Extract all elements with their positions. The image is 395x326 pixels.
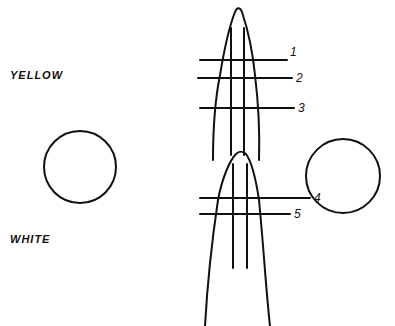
callout-number: 1 <box>290 46 297 58</box>
callout-number: 3 <box>298 102 305 114</box>
level-line-3 <box>200 107 294 109</box>
callout-number: 5 <box>294 208 301 220</box>
level-line-5 <box>200 213 290 215</box>
lower-core-line <box>232 164 234 268</box>
lower-finger <box>205 152 270 326</box>
callout-number: 2 <box>296 72 303 84</box>
callout-number: 4 <box>314 192 321 204</box>
left-circle <box>44 131 116 203</box>
color-label: YELLOW <box>10 70 63 81</box>
upper-core-line <box>243 28 245 155</box>
upper-core-line <box>230 28 232 155</box>
upper-finger <box>213 8 259 160</box>
lower-core-line <box>246 164 248 268</box>
level-line-1 <box>200 59 287 61</box>
right-circle <box>306 139 380 213</box>
color-label: WHITE <box>10 234 50 245</box>
level-line-4 <box>200 197 310 199</box>
level-line-2 <box>198 77 292 79</box>
